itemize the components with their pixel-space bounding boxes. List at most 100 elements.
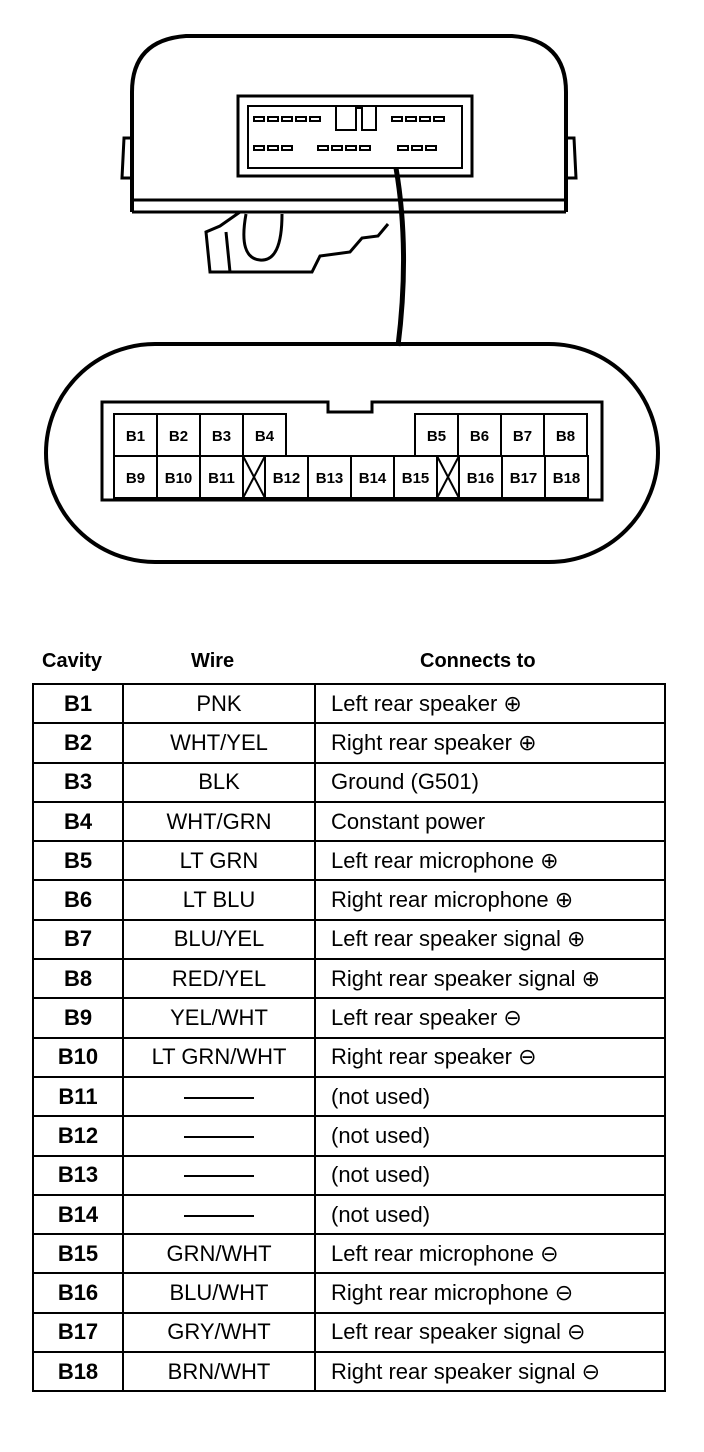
wire-cell: LT GRN/WHT bbox=[122, 1036, 316, 1078]
cavity-cell: B1 bbox=[32, 682, 124, 725]
connects-to-cell: Ground (G501) bbox=[314, 761, 666, 803]
pin-label: B15 bbox=[402, 470, 430, 487]
pin-label: B11 bbox=[208, 470, 235, 487]
cavity-cell: B5 bbox=[32, 840, 124, 882]
wire-cell: BRN/WHT bbox=[122, 1351, 316, 1393]
connects-to-cell: (not used) bbox=[314, 1075, 666, 1118]
connects-to-cell: (not used) bbox=[314, 1193, 666, 1236]
connects-to-cell: Right rear speaker ⊕ bbox=[314, 722, 666, 764]
wire-cell: LT GRN bbox=[122, 840, 316, 882]
amplifier-unit bbox=[120, 34, 578, 274]
connects-to-cell: Left rear speaker signal ⊕ bbox=[314, 918, 666, 961]
connects-to-cell: Left rear microphone ⊕ bbox=[314, 840, 666, 882]
cavity-cell: B16 bbox=[32, 1272, 124, 1314]
connects-to-cell: Left rear speaker ⊕ bbox=[314, 682, 666, 725]
pin-label: B1 bbox=[126, 428, 145, 445]
not-used-dash bbox=[184, 1214, 254, 1217]
cavity-cell: B12 bbox=[32, 1115, 124, 1157]
pin-label: B12 bbox=[273, 470, 301, 487]
wire-cell bbox=[122, 1154, 316, 1196]
pin-label: B4 bbox=[255, 428, 275, 445]
wire-cell: BLU/YEL bbox=[122, 918, 316, 961]
unit-connector-pins bbox=[253, 116, 445, 151]
wire-cell: LT BLU bbox=[122, 879, 316, 921]
connects-to-cell: Right rear speaker signal ⊕ bbox=[314, 958, 666, 1000]
pin-label: B2 bbox=[169, 428, 188, 445]
connects-to-cell: (not used) bbox=[314, 1154, 666, 1196]
cavity-cell: B6 bbox=[32, 879, 124, 921]
cavity-cell: B11 bbox=[32, 1075, 124, 1118]
cavity-cell: B13 bbox=[32, 1154, 124, 1196]
wire-cell: BLU/WHT bbox=[122, 1272, 316, 1314]
connector-callout-outline bbox=[44, 342, 660, 564]
table-row: B13 (not used) bbox=[32, 1154, 666, 1196]
cavity-cell: B2 bbox=[32, 722, 124, 764]
table-row: B14 (not used) bbox=[32, 1193, 666, 1236]
pin-label: B8 bbox=[556, 428, 575, 445]
not-used-dash bbox=[184, 1096, 254, 1099]
connects-to-cell: Right rear speaker signal ⊖ bbox=[314, 1351, 666, 1393]
table-row: B12 (not used) bbox=[32, 1115, 666, 1157]
table-row: B11 (not used) bbox=[32, 1075, 666, 1118]
pin-label: B7 bbox=[513, 428, 532, 445]
unit-connector-socket bbox=[236, 94, 474, 178]
connects-to-cell: Right rear speaker ⊖ bbox=[314, 1036, 666, 1078]
cavity-cell: B17 bbox=[32, 1311, 124, 1354]
cavity-cell: B18 bbox=[32, 1351, 124, 1393]
connects-to-cell: Left rear microphone ⊖ bbox=[314, 1233, 666, 1275]
connects-to-cell: Right rear microphone ⊖ bbox=[314, 1272, 666, 1314]
connects-to-cell: Constant power bbox=[314, 800, 666, 843]
pin-label: B3 bbox=[212, 428, 231, 445]
cavity-cell: B15 bbox=[32, 1233, 124, 1275]
cavity-cell: B9 bbox=[32, 997, 124, 1039]
pin-label: B17 bbox=[510, 470, 538, 487]
cavity-cell: B8 bbox=[32, 958, 124, 1000]
connects-to-cell: Left rear speaker signal ⊖ bbox=[314, 1311, 666, 1354]
connects-to-cell: (not used) bbox=[314, 1115, 666, 1157]
wire-cell: GRY/WHT bbox=[122, 1311, 316, 1354]
pin-label: B18 bbox=[553, 470, 581, 487]
header-connects-to: Connects to bbox=[420, 650, 536, 672]
pin-label: B6 bbox=[470, 428, 489, 445]
wire-cell bbox=[122, 1075, 316, 1118]
pin-label: B14 bbox=[359, 470, 387, 487]
connects-to-cell: Right rear microphone ⊕ bbox=[314, 879, 666, 921]
wire-cell: WHT/YEL bbox=[122, 722, 316, 764]
not-used-dash bbox=[184, 1175, 254, 1178]
header-wire: Wire bbox=[191, 650, 235, 672]
connector-face bbox=[100, 400, 604, 502]
cavity-cell: B7 bbox=[32, 918, 124, 961]
cavity-cell: B14 bbox=[32, 1193, 124, 1236]
blanked-cavity-cross bbox=[242, 455, 266, 499]
leader-line bbox=[393, 167, 407, 347]
cavity-cell: B10 bbox=[32, 1036, 124, 1078]
pin-label: B5 bbox=[427, 428, 446, 445]
wire-cell: PNK bbox=[122, 682, 316, 725]
pin-label: B16 bbox=[467, 470, 495, 487]
cavity-cell: B4 bbox=[32, 800, 124, 843]
pin-label: B13 bbox=[316, 470, 344, 487]
not-used-dash bbox=[184, 1136, 254, 1139]
cavity-cell: B3 bbox=[32, 761, 124, 803]
blanked-cavity-cross bbox=[436, 455, 460, 499]
pin-label: B9 bbox=[126, 470, 145, 487]
wire-cell: RED/YEL bbox=[122, 958, 316, 1000]
wire-cell: YEL/WHT bbox=[122, 997, 316, 1039]
